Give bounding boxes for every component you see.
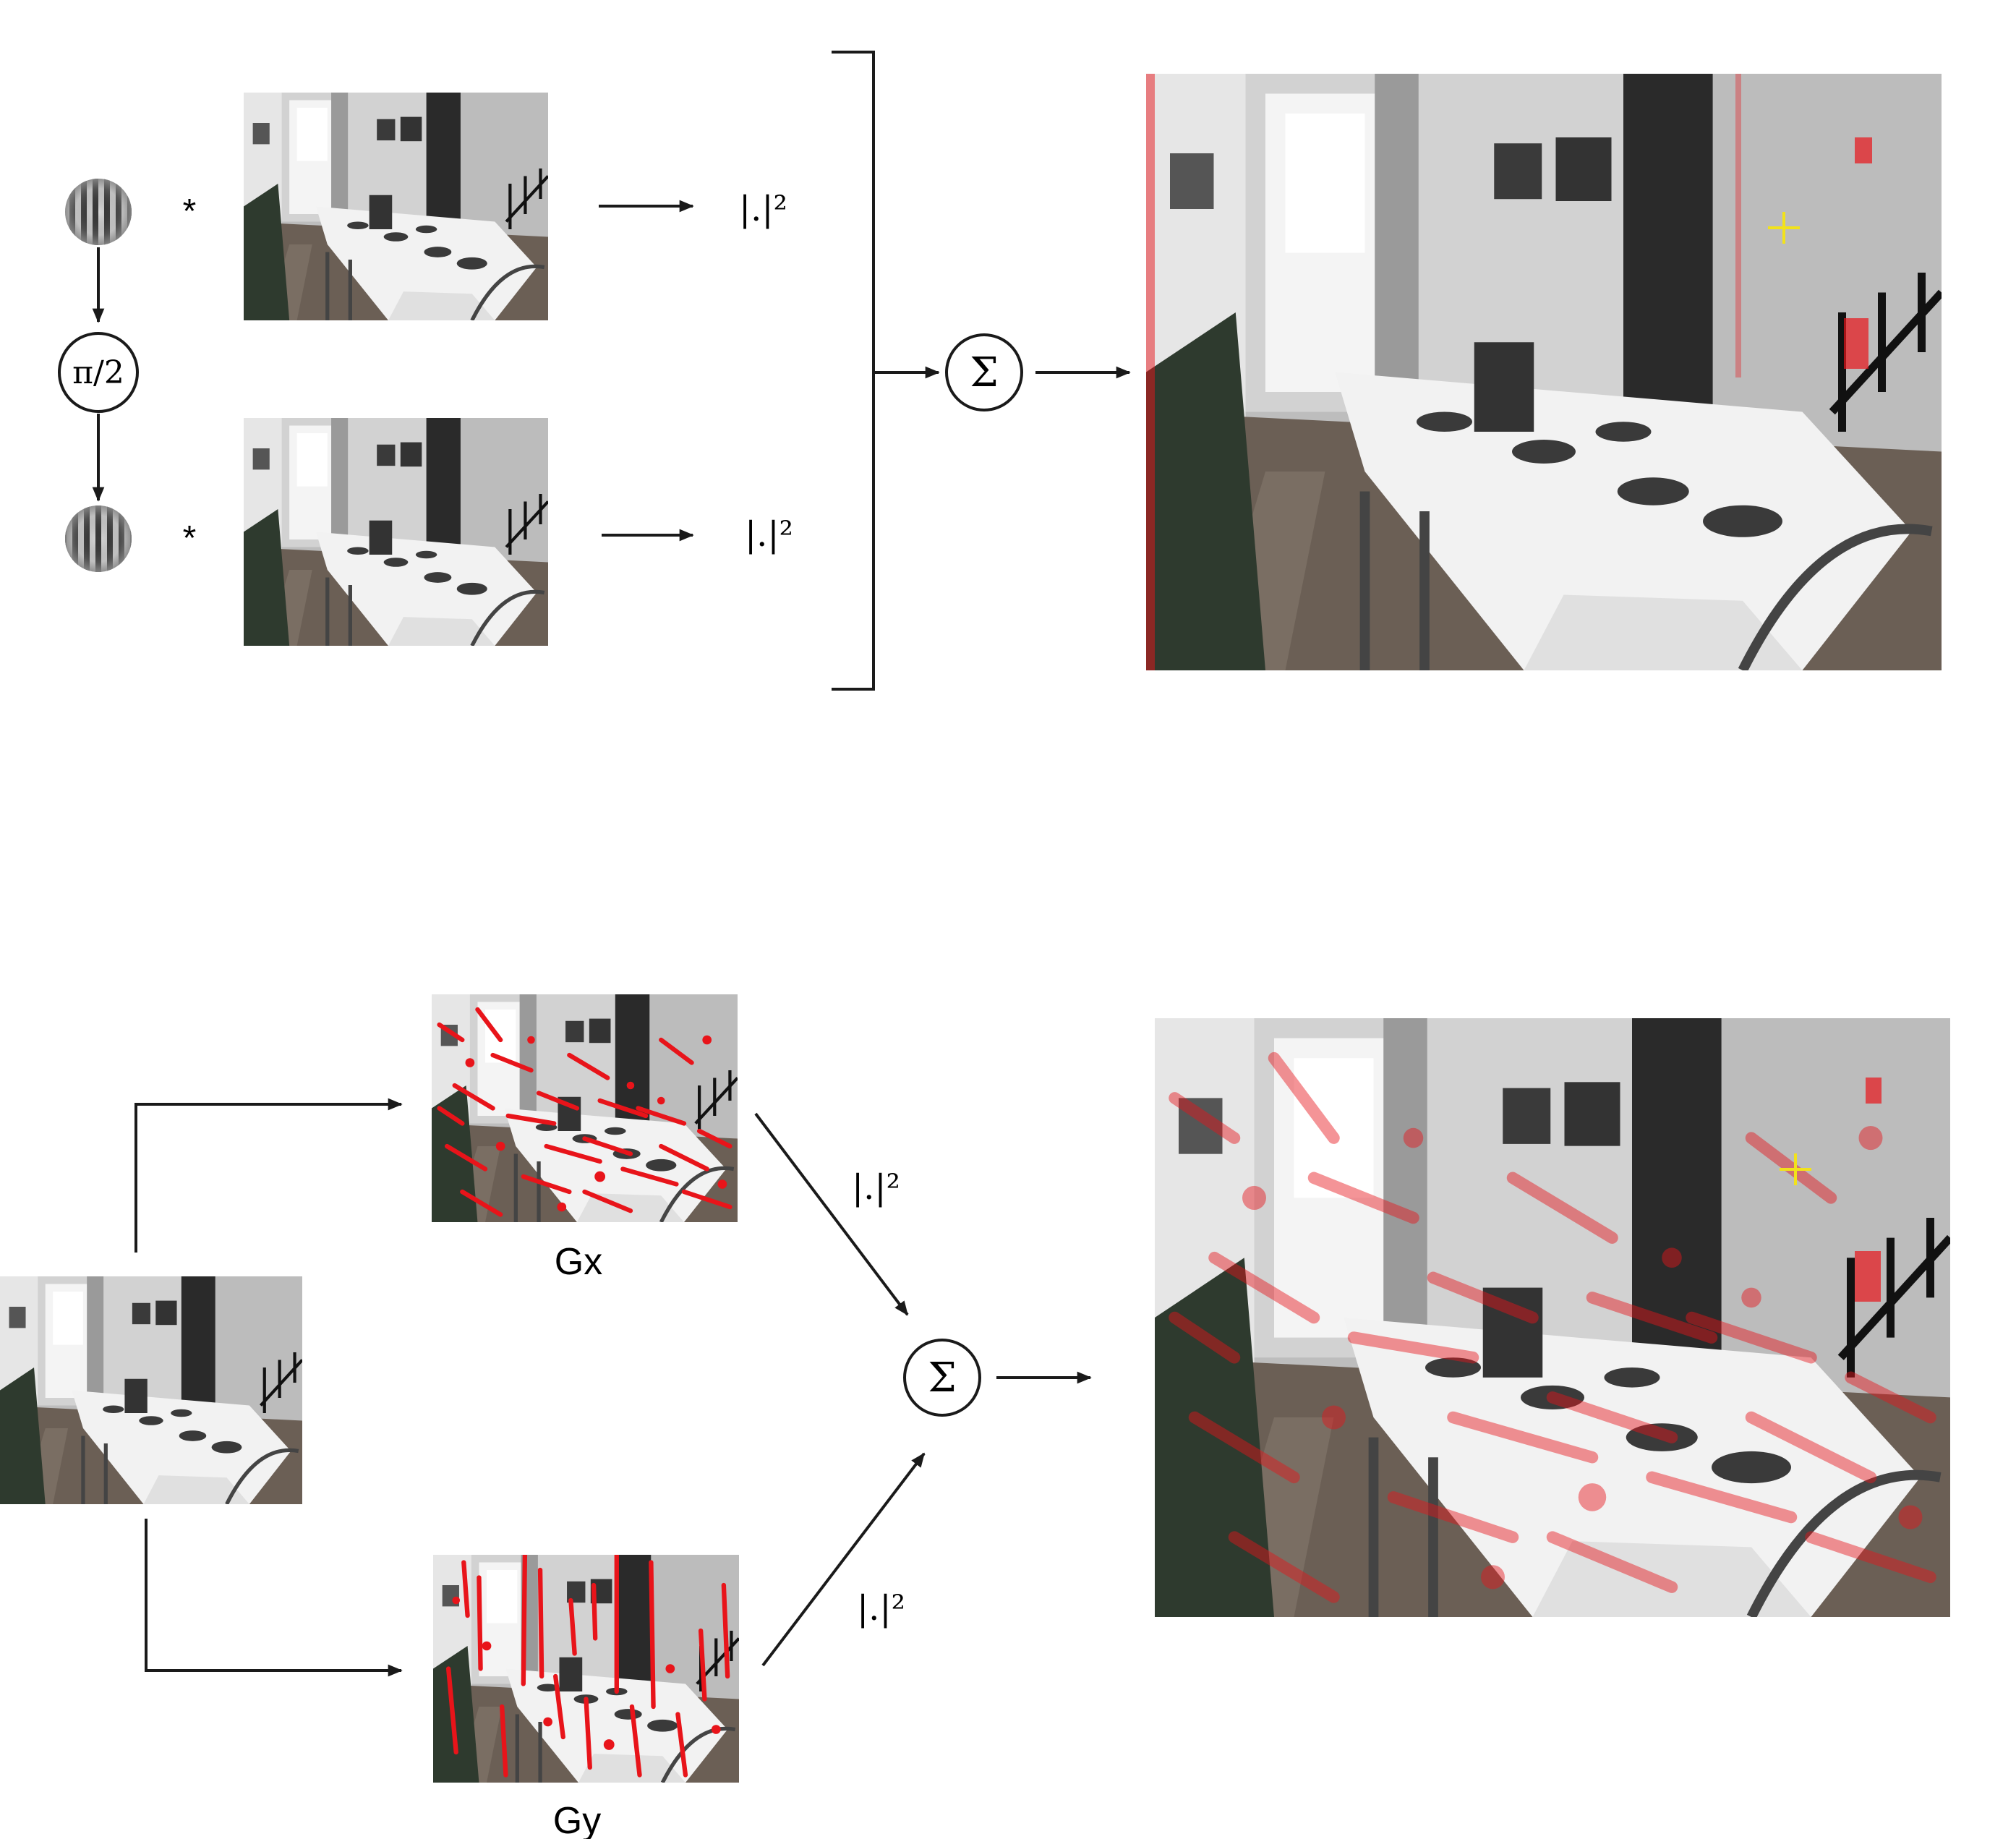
phase-shift-label: π/2 (72, 354, 124, 391)
gradient-energy-output-image (1155, 1018, 1950, 1617)
magnitude-squared-label: |.|² (852, 1167, 900, 1208)
combine-bracket (832, 51, 875, 691)
convolution-symbol: * (183, 192, 197, 231)
magnitude-squared-label: |.|² (745, 514, 793, 555)
energy-output-image (1146, 74, 1942, 670)
gradient-x-label: Gx (555, 1241, 602, 1283)
arrow-gx-to-sum (754, 1112, 909, 1316)
sum-node (903, 1339, 981, 1417)
gabor-filter-icon (65, 505, 132, 572)
phase-shift-node (58, 332, 139, 413)
arrow-gy-to-sum (761, 1452, 926, 1667)
sum-node (945, 333, 1023, 411)
magnitude-squared-label: |.|² (739, 189, 787, 229)
input-image (244, 93, 548, 320)
gradient-y-label: Gy (553, 1800, 601, 1839)
input-image (0, 1276, 302, 1504)
convolution-symbol: * (183, 519, 197, 558)
bottom-pipeline: Gx Gy |.|² |.|² Σ (0, 994, 1950, 1839)
arrow-to-gx (134, 1098, 403, 1253)
arrow-to-gy (145, 1519, 403, 1677)
fixation-marker (1768, 212, 1800, 244)
sum-symbol: Σ (928, 1354, 957, 1401)
gradient-x-image (432, 994, 738, 1222)
gradient-y-image (433, 1555, 739, 1783)
input-image (244, 418, 548, 646)
top-pipeline: π/2 * * |.|² |.|² Σ (58, 51, 1942, 691)
sum-symbol: Σ (970, 349, 999, 396)
magnitude-squared-label: |.|² (857, 1588, 905, 1629)
gabor-filter-icon (65, 179, 132, 245)
fixation-marker (1780, 1153, 1811, 1185)
